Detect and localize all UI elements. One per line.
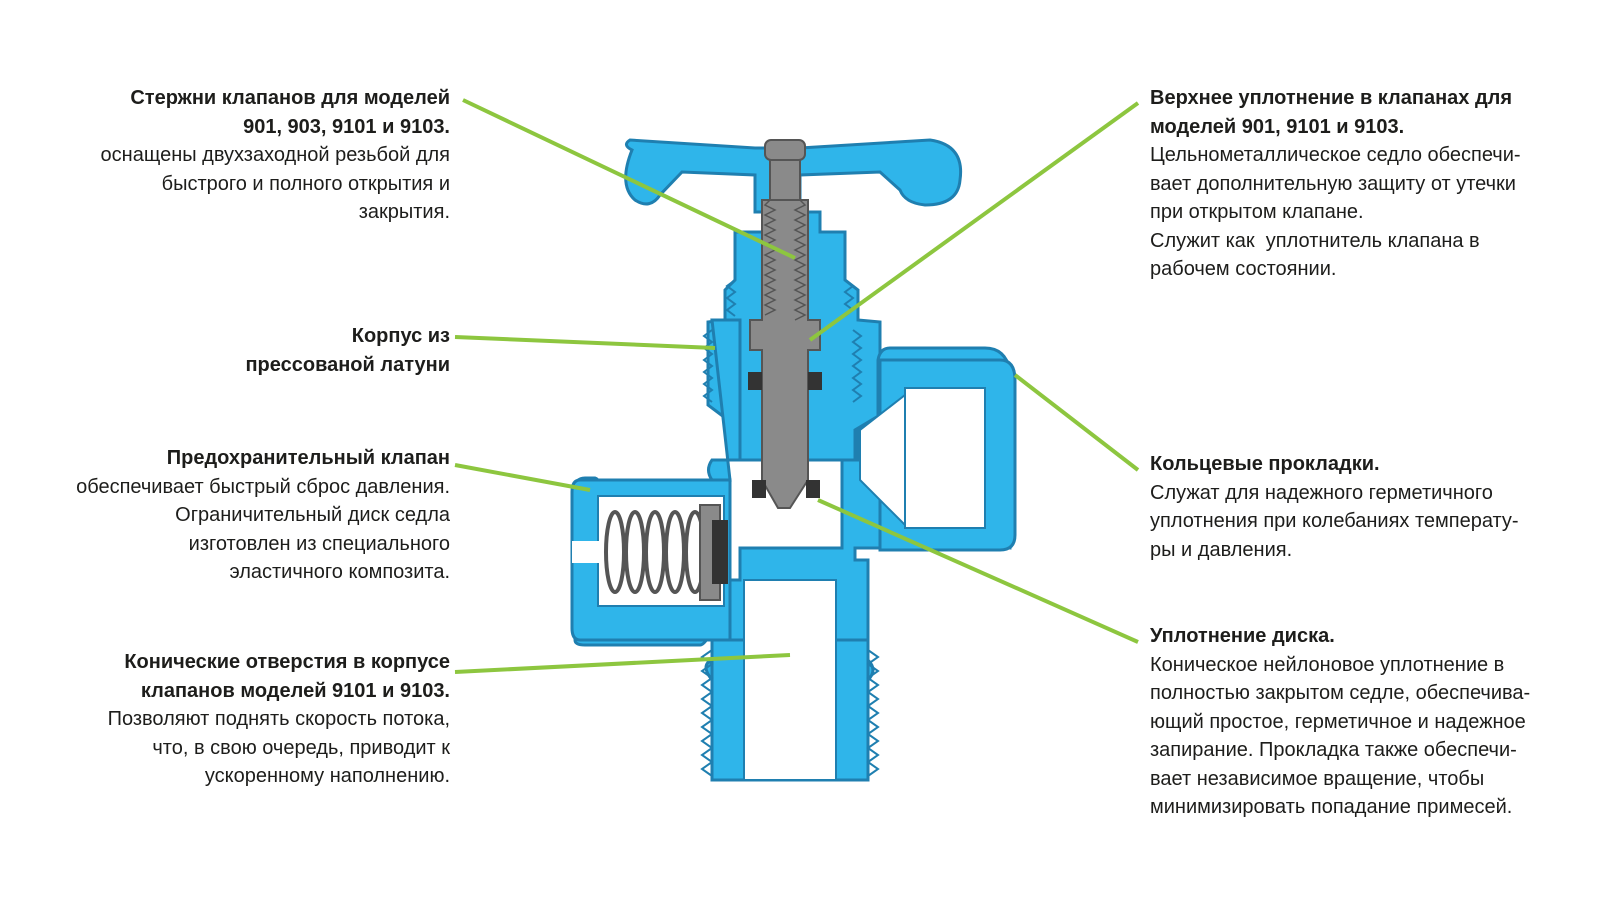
- callout-top-seal-title-line2: моделей 901, 9101 и 9103.: [1150, 115, 1405, 138]
- callout-o-rings-title: Кольцевые прокладки.: [1150, 453, 1380, 475]
- callout-safety-valve-desc-3: изготовлен из специального: [188, 532, 450, 555]
- callout-brass-body-title-line2: прессованой латуни: [245, 353, 450, 376]
- callout-brass-body: Корпус из прессованой латуни: [10, 322, 450, 379]
- callout-valve-stems-title-line1: Стержни клапанов для моделей: [130, 87, 450, 109]
- callout-top-seal: Верхнее уплотнение в клапанах для моделе…: [1150, 84, 1595, 284]
- callout-safety-valve-title: Предохранительный клапан: [166, 447, 450, 469]
- callout-top-seal-desc-1: Цельнометаллическое седло обеспечи-: [1150, 144, 1521, 166]
- callout-o-rings-desc-1: Служат для надежного герметичного: [1150, 481, 1493, 504]
- callout-disc-seal-desc-2: полностью закрытом седле, обеспечива-: [1150, 682, 1531, 704]
- callout-disc-seal-desc-5: вает независимое вращение, чтобы: [1150, 767, 1485, 790]
- callout-valve-stems: Стержни клапанов для моделей 901, 903, 9…: [10, 84, 450, 227]
- callout-disc-seal-title: Уплотнение диска.: [1150, 625, 1335, 647]
- callout-conical-holes-title-line2: клапанов моделей 9101 и 9103.: [140, 679, 450, 702]
- callout-disc-seal: Уплотнение диска. Коническое нейлоновое …: [1150, 622, 1595, 822]
- callout-top-seal-desc-5: рабочем состоянии.: [1150, 258, 1337, 280]
- callout-valve-stems-desc-1: оснащены двухзаходной резьбой для: [100, 144, 450, 166]
- callout-conical-holes: Конические отверстия в корпусе клапанов …: [10, 648, 450, 791]
- callout-conical-holes-desc-2: что, в свою очередь, приводит к: [152, 736, 450, 759]
- callout-top-seal-desc-4: Служит как уплотнитель клапана в: [1150, 229, 1480, 252]
- callout-disc-seal-desc-1: Коническое нейлоновое уплотнение в: [1150, 653, 1505, 676]
- callout-o-rings-desc-3: ры и давления.: [1150, 538, 1293, 561]
- callout-disc-seal-desc-3: ющий простое, герметичное и надежное: [1150, 710, 1526, 733]
- callout-disc-seal-desc-6: минимизировать попадание примесей.: [1150, 796, 1513, 818]
- callout-conical-holes-title-line1: Конические отверстия в корпусе: [124, 651, 450, 673]
- callout-disc-seal-desc-4: запирание. Прокладка также обеспечи-: [1150, 739, 1517, 761]
- callout-safety-valve: Предохранительный клапан обеспечивает бы…: [10, 444, 450, 587]
- callout-valve-stems-desc-2: быстрого и полного открытия и: [161, 172, 450, 195]
- callout-top-seal-desc-2: вает дополнительную защиту от утечки: [1150, 172, 1516, 195]
- callout-top-seal-title-line1: Верхнее уплотнение в клапанах для: [1150, 87, 1513, 109]
- callout-safety-valve-desc-4: эластичного композита.: [229, 561, 450, 583]
- thread-icon: [700, 579, 880, 782]
- callout-o-rings: Кольцевые прокладки. Служат для надежног…: [1150, 450, 1595, 564]
- callout-conical-holes-desc-3: ускоренному наполнению.: [204, 765, 450, 787]
- callout-brass-body-title-line1: Корпус из: [351, 325, 450, 347]
- callout-safety-valve-desc-2: Ограничительный диск седла: [175, 504, 450, 526]
- callout-conical-holes-desc-1: Позволяют поднять скорость потока,: [107, 708, 450, 730]
- callout-o-rings-desc-2: уплотнения при колебаниях температу-: [1150, 510, 1519, 532]
- callout-safety-valve-desc-1: обеспечивает быстрый сброс давления.: [76, 475, 450, 498]
- callout-valve-stems-desc-3: закрытия.: [358, 201, 450, 223]
- callout-top-seal-desc-3: при открытом клапане.: [1150, 201, 1364, 223]
- callout-valve-stems-title-line2: 901, 903, 9101 и 9103.: [243, 115, 450, 138]
